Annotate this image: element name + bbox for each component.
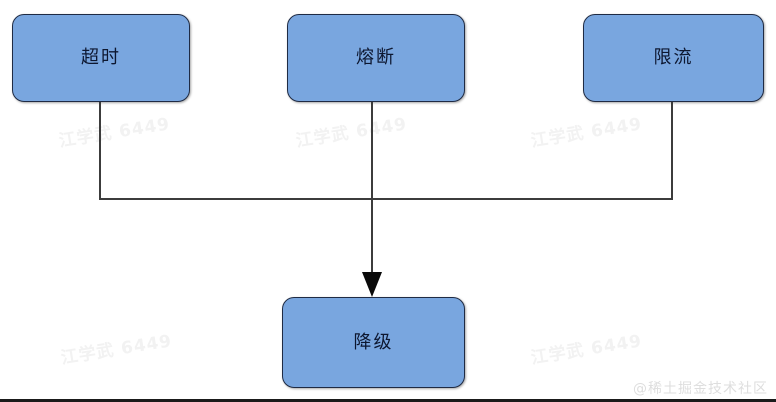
- arrowhead-icon: [362, 272, 382, 297]
- node-degrade[interactable]: 降级: [282, 297, 465, 388]
- node-fuse[interactable]: 熔断: [287, 14, 465, 102]
- node-timeout-label: 超时: [81, 47, 121, 68]
- bottom-edge-strip: [0, 399, 776, 402]
- node-ratelimit[interactable]: 限流: [583, 14, 764, 102]
- node-fuse-label: 熔断: [356, 47, 396, 68]
- node-timeout[interactable]: 超时: [12, 14, 190, 102]
- node-degrade-label: 降级: [353, 331, 394, 353]
- node-ratelimit-label: 限流: [653, 47, 694, 68]
